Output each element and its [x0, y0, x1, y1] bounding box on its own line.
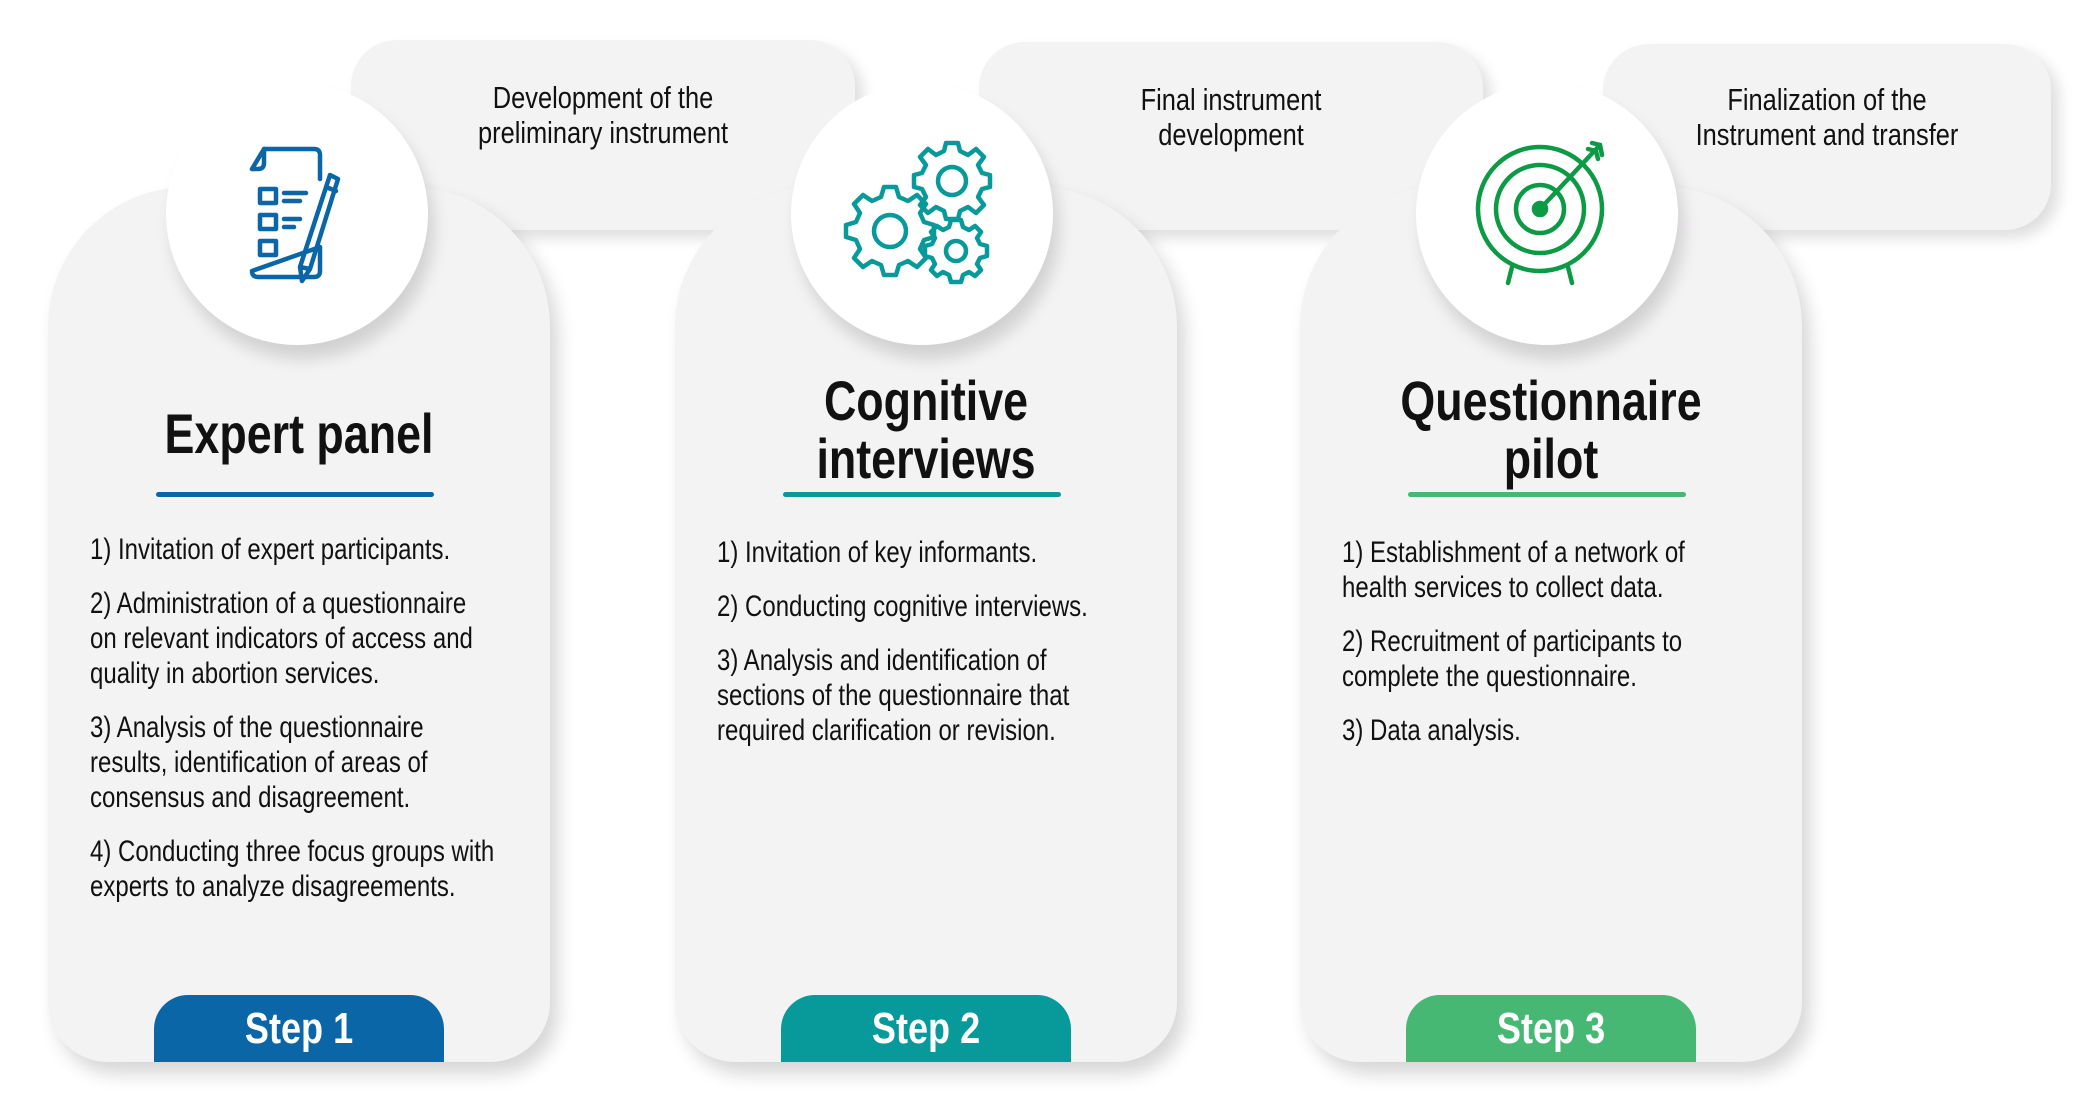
phase-label: Finalization of the	[1727, 82, 1927, 117]
title-underline	[156, 492, 434, 497]
phase-label: Instrument and transfer	[1695, 117, 1959, 152]
step-items: 1) Invitation of expert participants. 2)…	[90, 532, 498, 923]
phase-label: development	[1158, 117, 1304, 152]
step-item: 3) Data analysis.	[1342, 714, 1521, 747]
step-item: 2) Recruitment of participants to comple…	[1342, 625, 1683, 693]
step-item: 1) Invitation of expert participants.	[90, 533, 451, 566]
phase-label: preliminary instrument	[477, 115, 729, 150]
step-item: 2) Conducting cognitive interviews.	[717, 590, 1088, 623]
title-underline	[1408, 492, 1686, 497]
step-item: 3) Analysis and identification of sectio…	[717, 644, 1070, 747]
phase-label: Final instrument	[1140, 82, 1322, 117]
step-item: 3) Analysis of the questionnaire results…	[90, 711, 428, 814]
gears-icon	[843, 140, 993, 285]
step-badge: Step 1	[154, 995, 444, 1062]
checklist-document-icon	[249, 146, 341, 284]
step-item: 1) Invitation of key informants.	[717, 536, 1038, 569]
step-items: 1) Establishment of a network of health …	[1342, 535, 1750, 767]
title-underline	[783, 492, 1061, 497]
step-badge: Step 2	[781, 995, 1071, 1062]
step-badge: Step 3	[1406, 995, 1696, 1062]
step-item: 2) Administration of a questionnaire on …	[90, 587, 473, 690]
icon-circle	[791, 83, 1053, 345]
step-item: 1) Establishment of a network of health …	[1342, 536, 1685, 604]
target-icon	[1475, 140, 1605, 286]
icon-circle	[1416, 83, 1678, 345]
icon-circle	[166, 83, 428, 345]
card-title: Expert panel	[164, 402, 434, 465]
step-items: 1) Invitation of key informants. 2) Cond…	[717, 535, 1125, 767]
step-item: 4) Conducting three focus groups with ex…	[90, 835, 495, 903]
phase-label: Development of the	[492, 80, 714, 115]
